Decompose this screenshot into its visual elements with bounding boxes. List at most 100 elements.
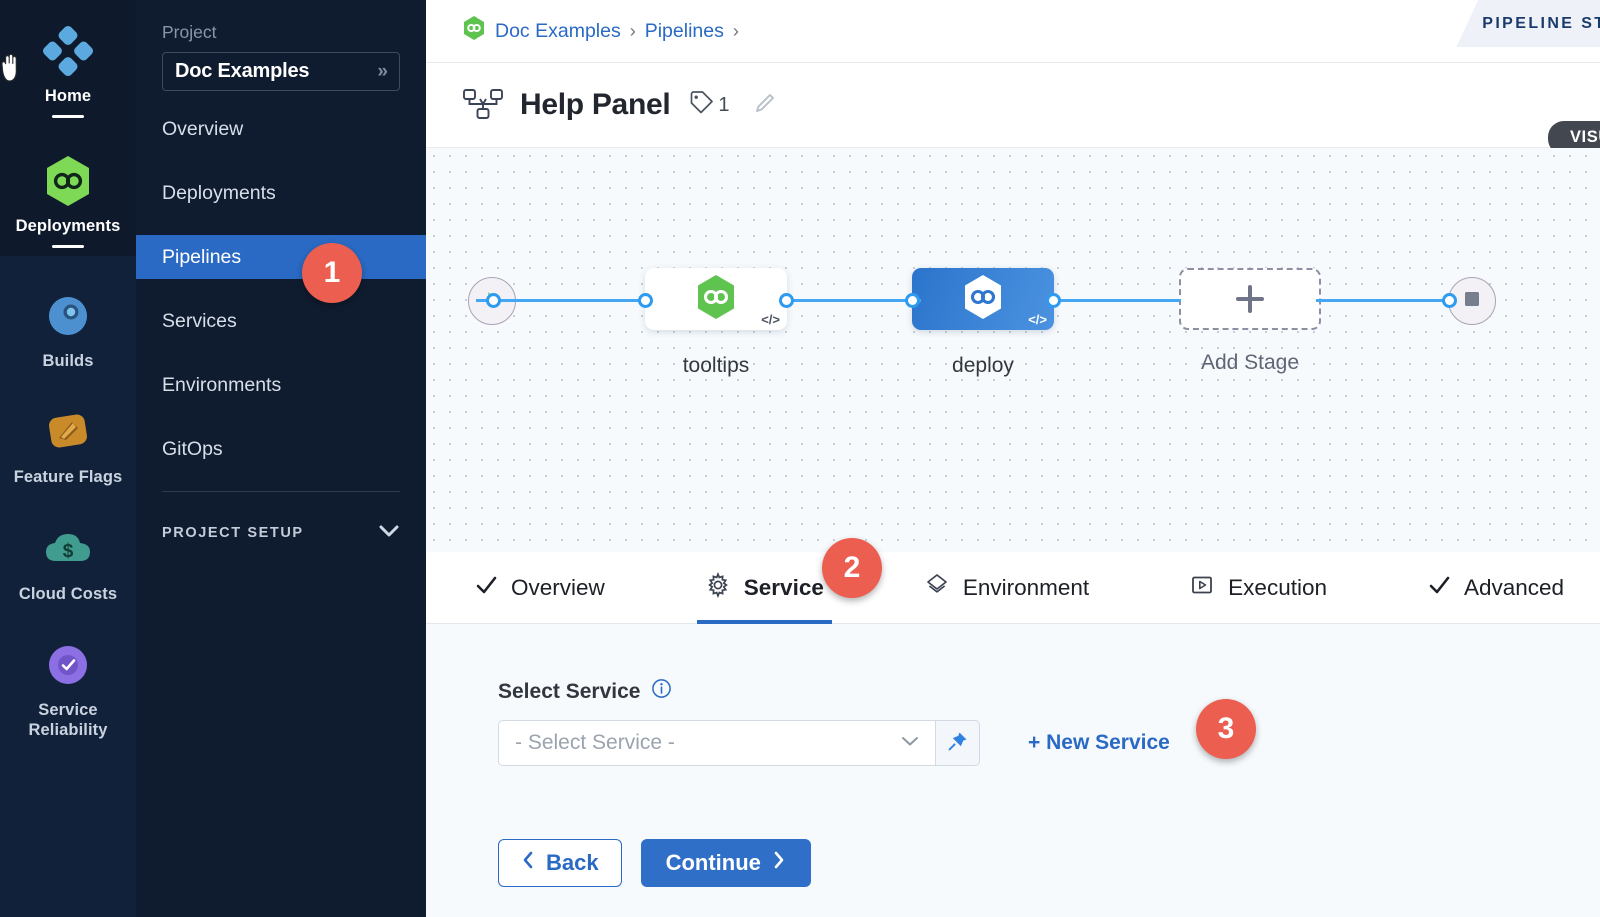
svg-text:$: $ <box>63 541 74 562</box>
service-form-panel: Select Service - Select Service - <box>426 624 1600 917</box>
module-nav-rail: Home Deployments <box>0 0 136 917</box>
harness-hexagon-white-icon <box>961 273 1005 326</box>
layers-icon <box>924 572 950 603</box>
tab-advanced[interactable]: Advanced <box>1419 552 1572 624</box>
step-tab-bar: Overview Service <box>426 552 1600 624</box>
stage-node-tooltips[interactable]: </> <box>645 268 787 330</box>
deploy-input-port[interactable] <box>905 293 920 308</box>
page-title: Help Panel <box>520 88 671 121</box>
wire-deploy-to-add <box>1051 299 1181 302</box>
project-sidebar: Project Doc Examples » Overview Deployme… <box>136 0 426 917</box>
rail-item-feature-flags[interactable]: Feature Flags <box>0 388 136 504</box>
select-service-dropdown[interactable]: - Select Service - <box>498 720 936 766</box>
select-service-value: - Select Service - <box>515 731 675 754</box>
tooltips-output-port[interactable] <box>779 293 794 308</box>
sidebar-item-pipelines[interactable]: Pipelines <box>136 235 426 279</box>
chevron-double-right-icon: » <box>377 60 387 82</box>
pipeline-nodes-icon <box>462 86 506 124</box>
sidebar-item-label: Deployments <box>162 181 276 204</box>
tag-badge[interactable]: 1 <box>688 89 730 121</box>
tab-service[interactable]: Service <box>696 552 832 624</box>
sidebar-project-setup-label: PROJECT SETUP <box>162 525 304 541</box>
rail-item-deployments[interactable]: Deployments <box>0 144 136 256</box>
home-grid-icon <box>41 24 95 78</box>
plus-icon <box>1236 285 1264 313</box>
end-stop-icon <box>1463 290 1481 313</box>
stage-label-deploy: deploy <box>952 354 1014 377</box>
rail-item-label: Builds <box>42 352 94 371</box>
breadcrumb-separator: › <box>629 20 636 41</box>
rail-item-service-reliability[interactable]: Service Reliability <box>0 621 136 757</box>
tab-label: Execution <box>1228 574 1327 600</box>
project-nav-list: Overview Deployments Pipelines Services … <box>136 107 426 471</box>
tag-count: 1 <box>718 93 730 116</box>
continue-button[interactable]: Continue <box>640 839 811 887</box>
pin-icon <box>946 729 970 758</box>
sidebar-item-gitops[interactable]: GitOps <box>136 427 426 471</box>
info-icon[interactable] <box>651 678 672 705</box>
rail-item-label: Cloud Costs <box>18 584 118 603</box>
rail-item-label: Feature Flags <box>13 468 123 487</box>
continue-button-label: Continue <box>665 850 761 875</box>
add-stage-label: Add Stage <box>1200 351 1300 374</box>
deployments-infinity-icon <box>41 154 95 208</box>
stage-node-deploy[interactable]: </> <box>912 268 1054 330</box>
tab-label: Advanced <box>1463 574 1565 600</box>
gear-icon <box>705 571 731 603</box>
tab-overview[interactable]: Overview <box>466 552 613 624</box>
wire-add-to-end <box>1316 299 1451 302</box>
rail-item-cloud-costs[interactable]: $ Cloud Costs <box>0 505 136 621</box>
callout-badge-1: 1 <box>302 243 362 303</box>
sidebar-project-setup[interactable]: PROJECT SETUP <box>136 510 426 556</box>
callout-badge-3: 3 <box>1196 699 1256 759</box>
pipeline-canvas[interactable]: </> tooltips </> deploy <box>426 148 1600 552</box>
breadcrumb-bar: Doc Examples › Pipelines › <box>426 0 1600 62</box>
chevron-left-icon <box>521 850 535 876</box>
rail-item-label: Home <box>44 87 92 105</box>
sidebar-item-label: Services <box>162 309 237 332</box>
rail-active-underline <box>52 115 84 119</box>
select-service-label: Select Service <box>498 679 641 703</box>
new-service-link[interactable]: + New Service <box>1028 731 1170 754</box>
breadcrumb: Doc Examples › Pipelines › <box>462 15 739 47</box>
rail-top-group: Home Deployments <box>0 0 136 257</box>
back-button[interactable]: Back <box>498 839 622 887</box>
rail-item-builds[interactable]: Builds <box>0 272 136 388</box>
sidebar-divider <box>162 491 400 492</box>
tab-label: Overview <box>511 574 605 600</box>
tab-environment[interactable]: Environment <box>916 552 1097 624</box>
deploy-output-port[interactable] <box>1046 293 1061 308</box>
stage-code-badge[interactable]: </> <box>1028 312 1047 327</box>
stage-code-badge[interactable]: </> <box>761 312 780 327</box>
rail-active-underline <box>52 245 84 249</box>
rail-bottom-group: Builds Feature Flags $ <box>0 256 136 757</box>
add-stage-node[interactable] <box>1179 268 1321 330</box>
harness-hexagon-green-icon <box>694 273 738 326</box>
rail-item-home[interactable]: Home <box>0 14 136 126</box>
check-icon <box>1427 573 1451 602</box>
tab-execution[interactable]: Execution <box>1181 552 1335 624</box>
sidebar-item-label: GitOps <box>162 437 223 460</box>
sidebar-item-environments[interactable]: Environments <box>136 363 426 407</box>
chevron-right-icon <box>772 850 786 876</box>
sidebar-item-services[interactable]: Services <box>136 299 426 343</box>
service-reliability-icon <box>41 638 95 692</box>
end-input-port[interactable] <box>1442 293 1457 308</box>
project-selector-name: Doc Examples <box>175 60 310 82</box>
pencil-icon[interactable] <box>752 90 778 121</box>
tooltips-input-port[interactable] <box>638 293 653 308</box>
sidebar-item-deployments[interactable]: Deployments <box>136 171 426 215</box>
start-output-port[interactable] <box>486 293 501 308</box>
sidebar-item-overview[interactable]: Overview <box>136 107 426 151</box>
breadcrumb-link-pipelines[interactable]: Pipelines <box>644 19 724 42</box>
pipeline-studio-tab[interactable]: PIPELINE STUDIO <box>1456 0 1600 47</box>
cloud-costs-icon: $ <box>41 522 95 576</box>
project-selector[interactable]: Doc Examples » <box>162 52 400 91</box>
select-service-row: - Select Service - + New Service <box>498 720 1600 766</box>
wire-tooltips-to-deploy <box>781 299 921 302</box>
pin-service-button[interactable] <box>936 720 980 766</box>
chevron-down-icon <box>899 734 921 753</box>
stage-label-tooltips: tooltips <box>682 354 750 377</box>
breadcrumb-link-project[interactable]: Doc Examples <box>495 19 621 42</box>
